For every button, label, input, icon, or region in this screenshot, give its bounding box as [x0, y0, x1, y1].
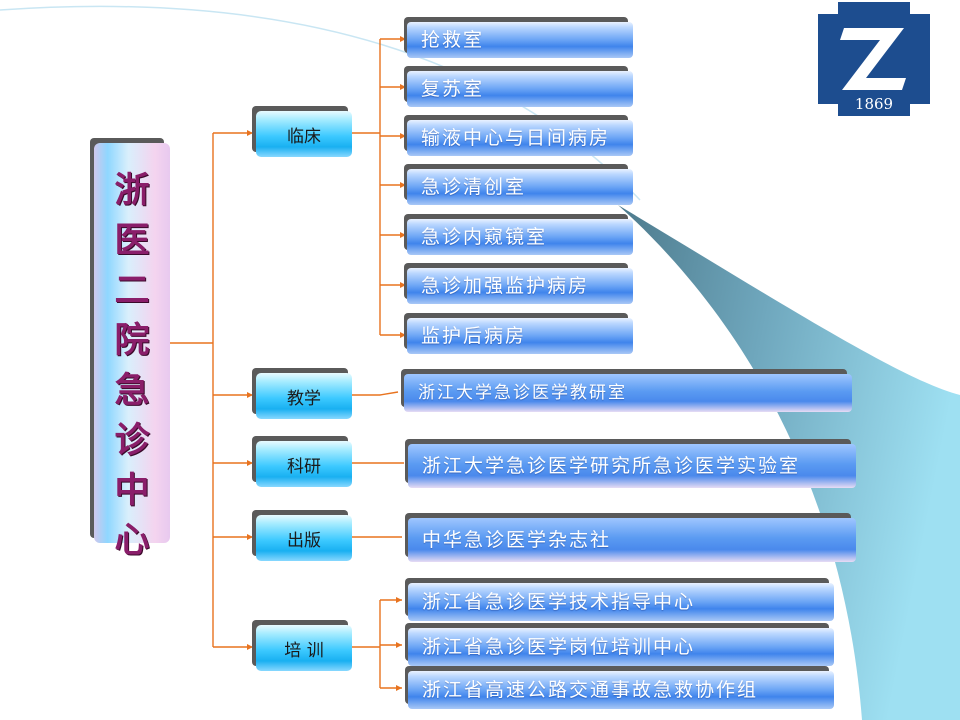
root-title-char: 医	[114, 220, 150, 261]
research-unit: 浙江大学急诊医学研究所急诊医学实验室	[408, 444, 856, 488]
decorative-swoop	[618, 205, 960, 720]
training-unit: 浙江省急诊医学技术指导中心	[408, 583, 834, 621]
root-title: 浙 医 二 院 急 诊 中 心	[94, 167, 170, 564]
training-unit: 浙江省急诊医学岗位培训中心	[408, 628, 834, 666]
root-title-char: 急	[114, 370, 150, 411]
training-unit: 浙江省高速公路交通事故急救协作组	[408, 671, 834, 709]
root-node: 浙 医 二 院 急 诊 中 心	[94, 143, 170, 561]
root-title-char: 二	[114, 270, 150, 311]
publishing-unit: 中华急诊医学杂志社	[408, 518, 856, 562]
root-title-char: 院	[114, 320, 150, 361]
clinical-unit: 输液中心与日间病房	[407, 120, 633, 156]
clinical-unit: 抢救室	[407, 22, 633, 58]
category-clinical: 临床	[256, 111, 352, 157]
root-title-char: 心	[114, 520, 150, 561]
clinical-unit: 急诊内窥镜室	[407, 219, 633, 255]
connector-arrowheads	[247, 36, 406, 691]
root-title-char: 诊	[114, 420, 150, 461]
clinical-unit: 复苏室	[407, 71, 633, 107]
clinical-unit: 急诊清创室	[407, 169, 633, 205]
connector-lines	[170, 38, 404, 689]
root-title-char: 中	[114, 470, 150, 511]
category-training: 培 训	[256, 625, 352, 671]
category-publishing: 出版	[256, 515, 352, 561]
root-title-char: 浙	[114, 170, 150, 211]
hospital-logo: 1869	[818, 2, 930, 116]
clinical-unit: 急诊加强监护病房	[407, 268, 633, 304]
teaching-unit: 浙江大学急诊医学教研室	[404, 374, 852, 412]
category-teaching: 教学	[256, 373, 352, 419]
logo-year: 1869	[854, 95, 894, 113]
clinical-unit: 监护后病房	[407, 318, 633, 354]
category-research: 科研	[256, 441, 352, 487]
